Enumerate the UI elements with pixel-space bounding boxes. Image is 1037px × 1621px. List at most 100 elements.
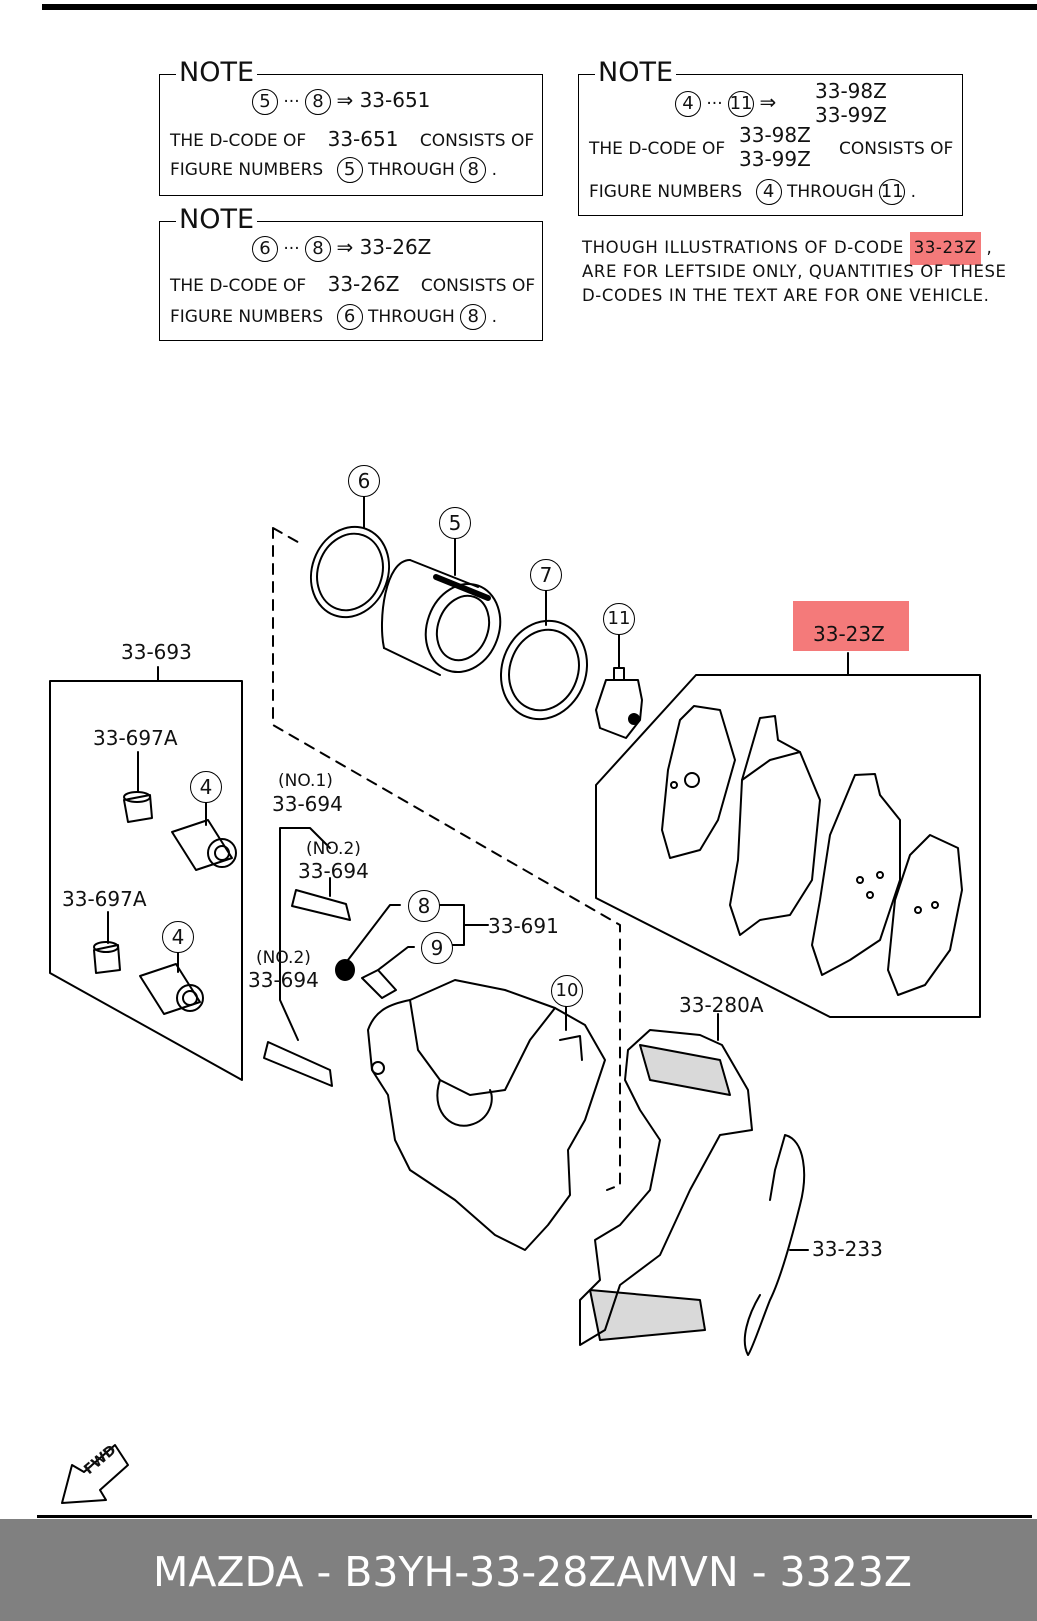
label-33-691: 33-691 <box>488 914 559 938</box>
piston-seal-6 <box>309 495 391 619</box>
guide-pin-no2-upper <box>291 877 351 921</box>
anti-rattle-spring-33-233 <box>743 1134 809 1356</box>
note-period: . <box>910 182 916 202</box>
piston-5 <box>381 537 502 676</box>
note-code: 33-98Z <box>739 123 811 147</box>
sleeve-4-upper <box>171 802 237 871</box>
caption: THOUGH ILLUSTRATIONS OF D-CODE 33-23Z , … <box>582 232 1007 308</box>
caption-line: ARE FOR LEFTSIDE ONLY, QUANTITIES OF THE… <box>582 262 1007 281</box>
caliper-bracket-33-280a <box>579 1013 753 1346</box>
label-33-697a-lower: 33-697A <box>62 887 147 911</box>
label-33-23z: 33-23Z <box>813 622 885 646</box>
note-code: 33-98Z <box>815 79 887 103</box>
note-text: CONSISTS OF <box>839 139 954 159</box>
brake-pad-shim-inner <box>887 834 963 996</box>
brake-pad-inner <box>811 773 901 976</box>
note-text: CONSISTS OF <box>420 276 536 296</box>
note-text: THE D-CODE OF <box>589 139 726 159</box>
note-code: 33-26Z <box>359 235 432 259</box>
label-33-693: 33-693 <box>121 640 192 664</box>
callout-6: 6 <box>348 465 380 497</box>
figure-circle: 8 <box>460 157 487 183</box>
note-text: THE D-CODE OF <box>170 131 307 151</box>
note-title: NOTE <box>595 59 677 86</box>
brake-pad-outer <box>729 715 821 936</box>
figure-circle: 6 <box>336 304 363 330</box>
note-text: FIGURE NUMBERS <box>170 160 324 180</box>
brake-pad-shim-outer <box>661 705 736 859</box>
sleeve-4-lower <box>139 951 204 1015</box>
callout-7: 7 <box>530 559 562 591</box>
label-33-697a-upper: 33-697A <box>93 726 178 750</box>
note-title: NOTE <box>176 59 258 86</box>
figure-circle: 6 <box>252 236 278 262</box>
footer-bar <box>0 1519 1037 1621</box>
figure-circle: 4 <box>755 179 782 205</box>
note-range: 4 ··· 11 ⇒ <box>675 91 776 117</box>
note-code: 33-26Z <box>327 272 400 296</box>
guide-bolt-9 <box>361 946 415 999</box>
box-33-693 <box>49 680 243 1081</box>
label-no2-lower: (NO.2) <box>256 948 311 968</box>
note-period: . <box>491 307 497 327</box>
callout-8: 8 <box>408 890 440 922</box>
callout-5: 5 <box>439 507 471 539</box>
note-range: 6 ··· 8 ⇒ 33-26Z <box>252 236 431 262</box>
label-no1: (NO.1) <box>278 771 333 791</box>
fwd-arrow-icon <box>61 1444 129 1504</box>
note-text: THROUGH <box>368 160 455 180</box>
guide-pin-no2-lower <box>263 1041 333 1087</box>
box-33-23z <box>595 674 981 1018</box>
bleeder-cap-11 <box>595 634 643 739</box>
figure-circle: 5 <box>336 157 363 183</box>
note-text: FIGURE NUMBERS <box>589 182 743 202</box>
figure-circle: 4 <box>675 91 701 117</box>
caption-comma: , <box>986 238 993 257</box>
highlight-33-23z <box>793 601 909 651</box>
caption-highlight-code: 33-23Z <box>909 232 981 265</box>
figure-circle: 11 <box>879 179 906 205</box>
callout-4-upper: 4 <box>190 771 222 803</box>
figure-circle: 8 <box>305 89 332 115</box>
callout-4-lower: 4 <box>162 921 194 953</box>
guide-boot-8 <box>335 904 475 981</box>
note-title: NOTE <box>176 206 258 233</box>
note-box-33-26z: NOTE 6 ··· 8 ⇒ 33-26Z THE D-CODE OF 33-2… <box>159 206 543 341</box>
figure-circle: 11 <box>728 91 755 117</box>
label-33-694-no2-lower: 33-694 <box>248 968 319 992</box>
footer-part-number: MAZDA - B3YH-33-28ZAMV <box>153 1548 708 1596</box>
note-code: 33-651 <box>327 127 399 151</box>
assembly-dashed-outline <box>272 527 621 1191</box>
footer-rule <box>37 1515 1032 1518</box>
footer-n-code: N - 3323Z <box>708 1548 912 1596</box>
guide-pin-no1 <box>279 827 331 1041</box>
bushing-33-697a-upper <box>123 751 153 823</box>
label-33-233: 33-233 <box>812 1237 883 1261</box>
top-rule <box>42 4 1037 10</box>
note-text: FIGURE NUMBERS <box>170 307 324 327</box>
callout-9: 9 <box>421 932 453 964</box>
caption-line: D-CODES IN THE TEXT ARE FOR ONE VEHICLE. <box>582 286 990 305</box>
note-box-33-98z: NOTE 4 ··· 11 ⇒ 33-98Z 33-99Z THE D-CODE… <box>578 59 963 216</box>
figure-circle: 8 <box>305 236 332 262</box>
note-code: 33-99Z <box>739 147 811 171</box>
note-text: THROUGH <box>787 182 874 202</box>
note-code: 33-99Z <box>815 103 887 127</box>
exploded-brake-caliper-diagram <box>49 495 981 1504</box>
bushing-33-697a-lower <box>93 911 121 974</box>
callout-11: 11 <box>603 603 635 635</box>
figure-circle: 8 <box>460 304 487 330</box>
caption-line: THOUGH ILLUSTRATIONS OF D-CODE <box>582 238 904 257</box>
label-no2-upper: (NO.2) <box>306 839 361 859</box>
dust-boot-7 <box>499 589 589 721</box>
note-text: CONSISTS OF <box>419 131 535 151</box>
note-range: 5 ··· 8 ⇒ 33-651 <box>252 89 430 115</box>
note-period: . <box>491 160 497 180</box>
caliper-body-10 <box>367 979 606 1251</box>
note-code: 33-651 <box>359 88 431 112</box>
label-33-280a: 33-280A <box>679 993 764 1017</box>
label-33-694-no2-upper: 33-694 <box>298 859 369 883</box>
note-box-33-651: NOTE 5 ··· 8 ⇒ 33-651 THE D-CODE OF 33-6… <box>159 59 543 196</box>
note-text: THE D-CODE OF <box>170 276 307 296</box>
note-text: THROUGH <box>368 307 455 327</box>
